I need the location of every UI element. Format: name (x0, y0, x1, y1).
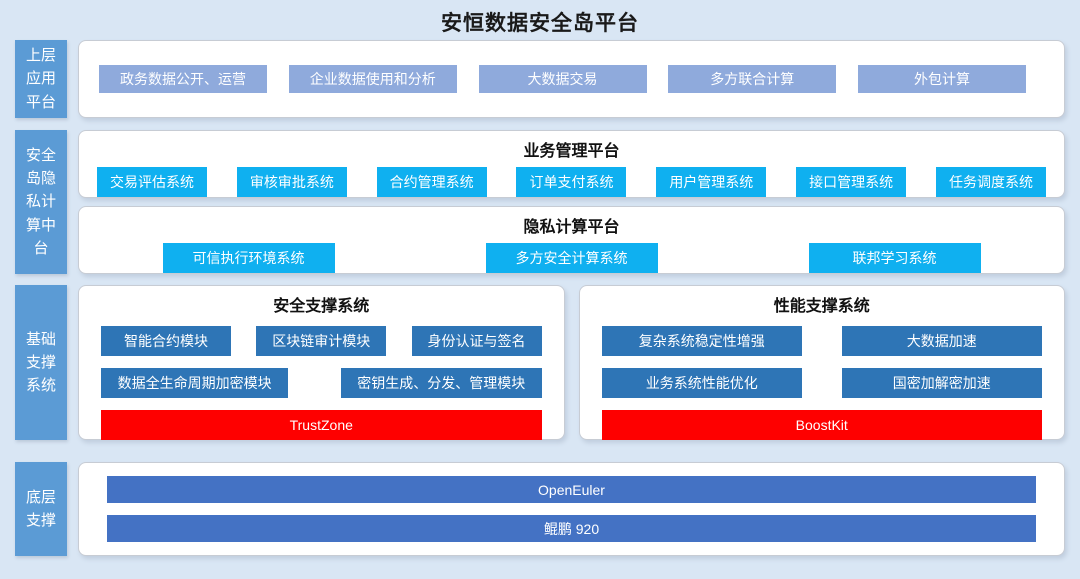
panel-performance-support: 性能支撑系统 复杂系统稳定性增强 大数据加速 业务系统性能优化 国密加解密加速 … (578, 285, 1065, 440)
node-blockchain-audit: 区块链审计模块 (256, 326, 387, 356)
panel-security-support: 安全支撑系统 智能合约模块 区块链审计模块 身份认证与签名 数据全生命周期加密模… (78, 285, 565, 440)
node-federated-learning: 联邦学习系统 (808, 243, 981, 273)
node-stability-enhance: 复杂系统稳定性增强 (601, 326, 802, 356)
layer-label-upper: 上层应用平台 (15, 40, 67, 118)
layer-label-middle: 安全岛隐私计算中台 (15, 130, 67, 274)
layer-label-foundation: 基础支撑系统 (15, 285, 67, 440)
security-support-header: 安全支撑系统 (273, 298, 370, 315)
performance-support-header: 性能支撑系统 (773, 298, 870, 315)
privacy-node-row: 可信执行环境系统 多方安全计算系统 联邦学习系统 (79, 243, 1064, 273)
performance-row-3: BoostKit (601, 410, 1042, 440)
security-row-2: 数据全生命周期加密模块 密钥生成、分发、管理模块 (101, 368, 542, 398)
node-trade-eval: 交易评估系统 (97, 167, 207, 197)
layer-upper-applications: 上层应用平台 政务数据公开、运营 企业数据使用和分析 大数据交易 多方联合计算 … (15, 40, 1065, 118)
panel-upper-apps: 政务数据公开、运营 企业数据使用和分析 大数据交易 多方联合计算 外包计算 (78, 40, 1065, 118)
node-trustzone: TrustZone (101, 410, 542, 440)
node-interface-mgmt: 接口管理系统 (796, 167, 907, 197)
node-lifecycle-encryption: 数据全生命周期加密模块 (101, 368, 289, 398)
layer-bottom-support: 底层支撑 OpenEuler 鲲鹏 920 (15, 462, 1065, 556)
privacy-platform-header: 隐私计算平台 (523, 219, 620, 236)
node-enterprise-data: 企业数据使用和分析 (288, 65, 457, 93)
security-row-1: 智能合约模块 区块链审计模块 身份认证与签名 (101, 326, 542, 356)
performance-row-2: 业务系统性能优化 国密加解密加速 (601, 368, 1042, 398)
performance-row-1: 复杂系统稳定性增强 大数据加速 (601, 326, 1042, 356)
node-mpc-system: 多方安全计算系统 (485, 243, 658, 273)
node-task-scheduling: 任务调度系统 (935, 167, 1046, 197)
node-kunpeng-920: 鲲鹏 920 (107, 515, 1036, 542)
node-contract-mgmt: 合约管理系统 (376, 167, 487, 197)
middle-panels: 业务管理平台 交易评估系统 审核审批系统 合约管理系统 订单支付系统 用户管理系… (78, 130, 1065, 274)
business-node-row: 交易评估系统 审核审批系统 合约管理系统 订单支付系统 用户管理系统 接口管理系… (79, 167, 1064, 197)
panel-base-layer: OpenEuler 鲲鹏 920 (78, 462, 1065, 556)
node-order-payment: 订单支付系统 (516, 167, 627, 197)
node-openeuler: OpenEuler (107, 476, 1036, 503)
security-row-3: TrustZone (101, 410, 542, 440)
node-gov-data: 政务数据公开、运营 (99, 65, 267, 93)
node-identity-signature: 身份认证与签名 (411, 326, 542, 356)
layer-label-bottom: 底层支撑 (15, 462, 67, 556)
node-key-management: 密钥生成、分发、管理模块 (341, 368, 542, 398)
layer-privacy-middle-platform: 安全岛隐私计算中台 业务管理平台 交易评估系统 审核审批系统 合约管理系统 订单… (15, 130, 1065, 274)
node-boostkit: BoostKit (601, 410, 1042, 440)
node-bigdata-acceleration: 大数据加速 (841, 326, 1042, 356)
panel-business-management: 业务管理平台 交易评估系统 审核审批系统 合约管理系统 订单支付系统 用户管理系… (78, 130, 1065, 198)
node-multiparty-compute: 多方联合计算 (668, 65, 837, 93)
layer-foundation-support: 基础支撑系统 安全支撑系统 智能合约模块 区块链审计模块 身份认证与签名 数据全… (15, 285, 1065, 440)
node-outsourced-compute: 外包计算 (858, 65, 1026, 93)
node-bigdata-trading: 大数据交易 (478, 65, 647, 93)
foundation-panels: 安全支撑系统 智能合约模块 区块链审计模块 身份认证与签名 数据全生命周期加密模… (78, 285, 1065, 440)
node-performance-optimization: 业务系统性能优化 (601, 368, 802, 398)
node-sm-crypto-acceleration: 国密加解密加速 (841, 368, 1042, 398)
node-user-mgmt: 用户管理系统 (656, 167, 767, 197)
node-review-approval: 审核审批系统 (236, 167, 347, 197)
page-title: 安恒数据安全岛平台 (441, 12, 639, 35)
diagram-body: 上层应用平台 政务数据公开、运营 企业数据使用和分析 大数据交易 多方联合计算 … (0, 38, 1080, 579)
panel-privacy-computing: 隐私计算平台 可信执行环境系统 多方安全计算系统 联邦学习系统 (78, 206, 1065, 274)
node-smart-contract: 智能合约模块 (101, 326, 231, 356)
node-tee-system: 可信执行环境系统 (162, 243, 335, 273)
business-platform-header: 业务管理平台 (523, 143, 620, 160)
